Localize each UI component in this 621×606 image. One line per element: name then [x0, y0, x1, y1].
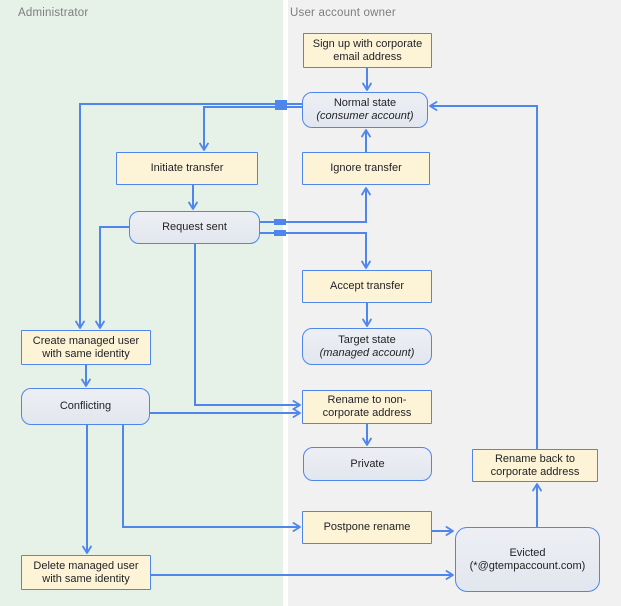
- node-label: Target state: [338, 333, 396, 346]
- edge-normal-to-create-managed: [75, 103, 302, 329]
- edge-request-sent-to-create-managed: [95, 226, 129, 329]
- node-label: with same identity: [42, 347, 130, 360]
- node-delete-managed-user[interactable]: Delete managed user with same identity: [21, 555, 151, 590]
- connector-joint: [274, 219, 286, 225]
- node-initiate-transfer[interactable]: Initiate transfer: [116, 152, 258, 185]
- node-label: Create managed user: [32, 334, 140, 347]
- node-label: email address: [333, 50, 402, 63]
- edge-normal-to-initiate: [199, 106, 302, 151]
- node-label: Sign up with corporate: [312, 37, 423, 50]
- node-label: Initiate transfer: [150, 162, 224, 174]
- node-label: Evicted: [509, 546, 546, 559]
- node-label: with same identity: [42, 572, 130, 585]
- node-label: (*@gtempaccount.com): [469, 559, 586, 572]
- node-ignore-transfer[interactable]: Ignore transfer: [302, 152, 430, 185]
- node-normal-state[interactable]: Normal state (consumer account): [302, 92, 428, 128]
- node-private[interactable]: Private: [303, 447, 432, 481]
- node-label: Rename to non-: [327, 394, 407, 406]
- node-label: Rename back to: [494, 452, 576, 465]
- node-label: Postpone rename: [323, 521, 411, 533]
- node-request-sent[interactable]: Request sent: [129, 211, 260, 244]
- node-evicted[interactable]: Evicted (*@gtempaccount.com): [455, 527, 600, 592]
- connector-joint: [274, 230, 286, 236]
- node-accept-transfer[interactable]: Accept transfer: [302, 270, 432, 303]
- edge-request-sent-to-accept: [260, 232, 371, 269]
- node-label: Request sent: [162, 221, 227, 233]
- node-label: corporate address: [322, 407, 412, 419]
- node-label: Accept transfer: [330, 280, 404, 292]
- node-conflicting[interactable]: Conflicting: [21, 388, 150, 425]
- node-target-state[interactable]: Target state (managed account): [302, 328, 432, 365]
- node-label: Delete managed user: [33, 559, 139, 572]
- node-rename-back-to-corporate[interactable]: Rename back to corporate address: [472, 449, 598, 482]
- node-rename-to-non-corporate[interactable]: Rename to non- corporate address: [302, 390, 432, 424]
- swimlane-label-administrator: Administrator: [18, 7, 89, 19]
- node-label: (consumer account): [316, 110, 414, 122]
- node-create-managed-user[interactable]: Create managed user with same identity: [21, 330, 151, 365]
- edge-request-sent-to-ignore: [260, 187, 371, 223]
- node-label: Ignore transfer: [330, 162, 402, 174]
- edge-rename-back-to-normal: [429, 101, 538, 449]
- node-postpone-rename[interactable]: Postpone rename: [302, 511, 432, 544]
- edge-conflicting-to-postpone: [122, 425, 301, 532]
- swimlane-label-user-account-owner: User account owner: [290, 7, 396, 19]
- node-sign-up[interactable]: Sign up with corporate email address: [303, 33, 432, 68]
- swimlane-administrator: [0, 0, 283, 606]
- node-label: Private: [350, 457, 385, 470]
- node-label: Normal state: [333, 97, 397, 109]
- edge-request-sent-to-rename-non: [194, 244, 301, 410]
- node-label: corporate address: [490, 465, 580, 478]
- node-label: Conflicting: [59, 400, 112, 412]
- connector-joint: [275, 100, 287, 110]
- node-label: (managed account): [319, 346, 415, 359]
